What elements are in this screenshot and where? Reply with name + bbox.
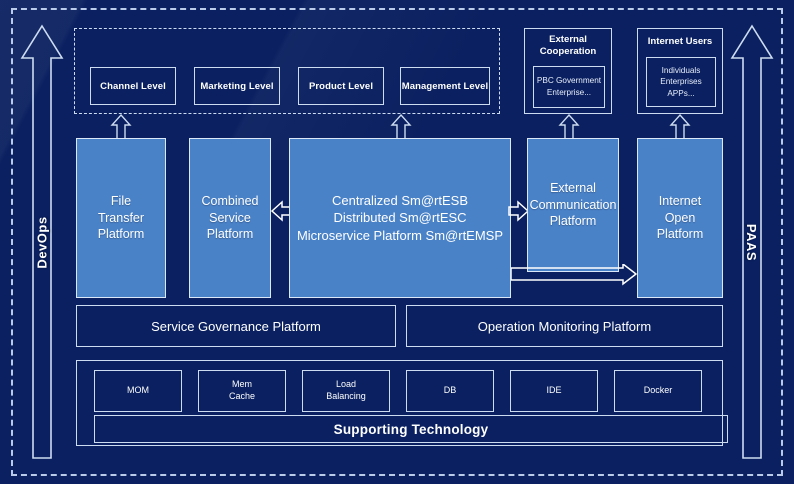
diagram-outer-frame [11,8,783,476]
internet-users-title: Internet Users [647,36,713,47]
devops-arrow-label-wrap: DevOps [20,22,64,462]
external-communication-platform-label: External Communication Platform [529,181,617,229]
file-transfer-platform[interactable]: File Transfer Platform [76,138,166,298]
level-label-marketing: Marketing Level [200,80,274,92]
connector-arrow-up-file-transfer [110,113,132,139]
tech-box-ide[interactable]: IDE [510,370,598,412]
combined-service-platform[interactable]: Combined Service Platform [189,138,271,298]
tech-label-docker: Docker [643,385,673,396]
internet-users-group: Internet Users Individuals Enterprises A… [637,28,723,114]
supporting-technology-bar[interactable]: Supporting Technology [94,415,728,443]
tech-label-ide: IDE [546,385,562,396]
esb-esc-emsp-platform[interactable]: Centralized Sm@rtESB Distributed Sm@rtES… [289,138,511,298]
tech-box-load-balancing[interactable]: Load Balancing [302,370,390,412]
devops-arrow: DevOps [20,22,64,462]
level-box-management[interactable]: Management Level [400,67,490,105]
connector-arrow-right-esb-to-external [508,199,530,223]
internet-open-platform-label: Internet Open Platform [656,194,704,242]
external-cooperation-group: External Cooperation PBC Government Ente… [524,28,612,114]
external-cooperation-detail: PBC Government Enterprise... [536,76,602,97]
level-box-channel[interactable]: Channel Level [90,67,176,105]
paas-arrow-label-wrap: PAAS [730,22,774,462]
internet-open-platform[interactable]: Internet Open Platform [637,138,723,298]
combined-service-platform-label: Combined Service Platform [201,194,259,242]
external-communication-platform[interactable]: External Communication Platform [527,138,619,272]
tech-label-mem-cache: Mem Cache [228,379,255,401]
tech-box-mom[interactable]: MOM [94,370,182,412]
file-transfer-platform-label: File Transfer Platform [97,194,145,242]
internet-users-title-wrap: Internet Users [638,36,722,48]
tech-box-db[interactable]: DB [406,370,494,412]
business-levels-group [74,28,500,114]
connector-arrow-up-external-communication [558,113,580,139]
tech-box-docker[interactable]: Docker [614,370,702,412]
connector-arrow-up-internet-open [669,113,691,139]
level-label-management: Management Level [401,80,489,92]
supporting-technology-bar-label: Supporting Technology [333,421,489,437]
external-cooperation-detail-box[interactable]: PBC Government Enterprise... [533,66,605,108]
internet-users-detail-box[interactable]: Individuals Enterprises APPs... [646,57,716,107]
connector-arrow-up-esb [390,113,412,139]
tech-label-load-balancing: Load Balancing [326,379,366,401]
devops-arrow-label: DevOps [34,215,50,269]
paas-arrow-label: PAAS [744,223,760,261]
level-box-marketing[interactable]: Marketing Level [194,67,280,105]
internet-users-detail: Individuals Enterprises APPs... [660,65,702,98]
external-cooperation-title-wrap: External Cooperation [525,34,611,59]
level-box-product[interactable]: Product Level [298,67,384,105]
connector-arrow-right-long-to-internet-open [511,264,637,286]
service-governance-platform-label: Service Governance Platform [151,318,321,334]
esb-esc-emsp-platform-label: Centralized Sm@rtESB Distributed Sm@rtES… [296,193,504,243]
operation-monitoring-platform-label: Operation Monitoring Platform [477,318,652,334]
supporting-technology-group [76,360,723,446]
tech-label-db: DB [443,385,457,396]
service-governance-platform[interactable]: Service Governance Platform [76,305,396,347]
tech-box-mem-cache[interactable]: Mem Cache [198,370,286,412]
paas-arrow: PAAS [730,22,774,462]
operation-monitoring-platform[interactable]: Operation Monitoring Platform [406,305,723,347]
tech-label-mom: MOM [127,385,149,396]
external-cooperation-title: External Cooperation [539,34,597,58]
level-label-channel: Channel Level [100,80,166,92]
level-label-product: Product Level [308,80,374,92]
